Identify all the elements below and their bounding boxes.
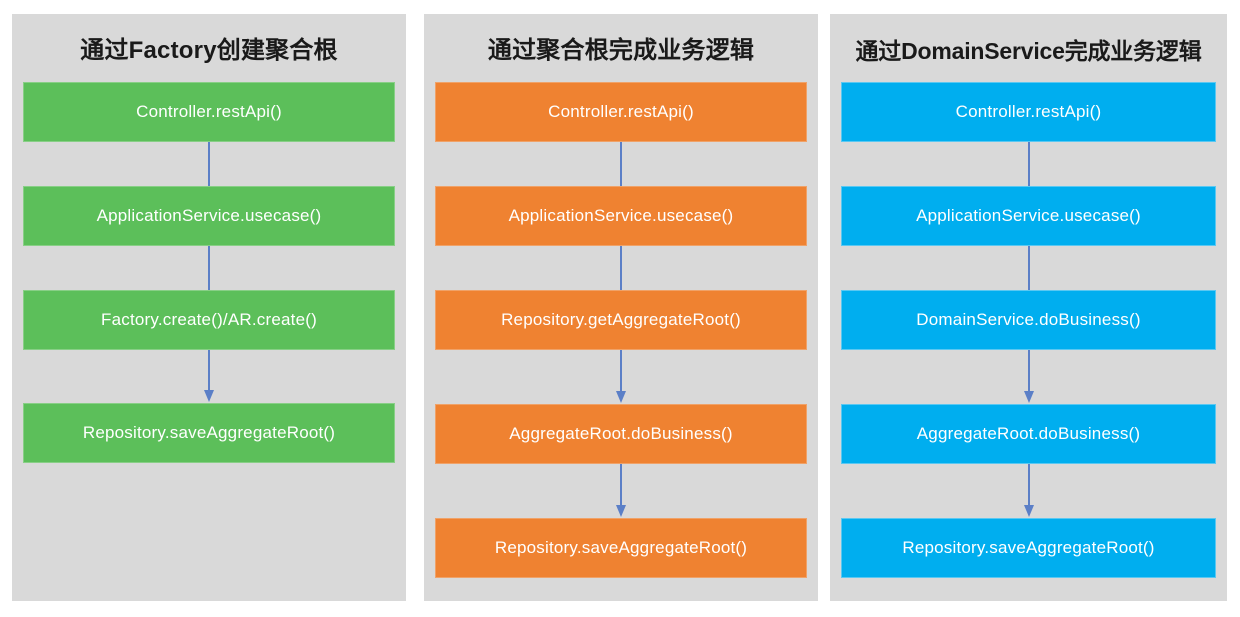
flow-node: DomainService.doBusiness() — [841, 290, 1216, 350]
flow-node: Controller.restApi() — [841, 82, 1216, 142]
flow-node: Factory.create()/AR.create() — [23, 290, 395, 350]
flow-node: ApplicationService.usecase() — [435, 186, 807, 246]
flow-node: ApplicationService.usecase() — [841, 186, 1216, 246]
flow-node: Repository.saveAggregateRoot() — [435, 518, 807, 578]
flow-node: ApplicationService.usecase() — [23, 186, 395, 246]
flow-arrow-down-icon — [1022, 350, 1036, 404]
flow-node: AggregateRoot.doBusiness() — [435, 404, 807, 464]
panel-title: 通过Factory创建聚合根 — [80, 37, 338, 64]
panel-aggregate-root-business-logic: 通过聚合根完成业务逻辑 Controller.restApi() Applica… — [424, 14, 818, 601]
flow-node: Repository.saveAggregateRoot() — [841, 518, 1216, 578]
flow-node: AggregateRoot.doBusiness() — [841, 404, 1216, 464]
flow-node: Repository.saveAggregateRoot() — [23, 403, 395, 463]
flow-arrow-down-icon — [614, 464, 628, 518]
panel-title: 通过DomainService完成业务逻辑 — [855, 38, 1202, 64]
flow-node: Repository.getAggregateRoot() — [435, 290, 807, 350]
flow-arrow-down-icon — [614, 350, 628, 404]
panel-domain-service-business-logic: 通过DomainService完成业务逻辑 Controller.restApi… — [830, 14, 1227, 601]
panel-title: 通过聚合根完成业务逻辑 — [487, 37, 755, 64]
flow-node: Controller.restApi() — [23, 82, 395, 142]
flow-node: Controller.restApi() — [435, 82, 807, 142]
panel-factory-create-aggregate-root: 通过Factory创建聚合根 Controller.restApi() Appl… — [12, 14, 406, 601]
flow-arrow-down-icon — [1022, 464, 1036, 518]
flow-arrow-down-icon — [202, 350, 216, 403]
